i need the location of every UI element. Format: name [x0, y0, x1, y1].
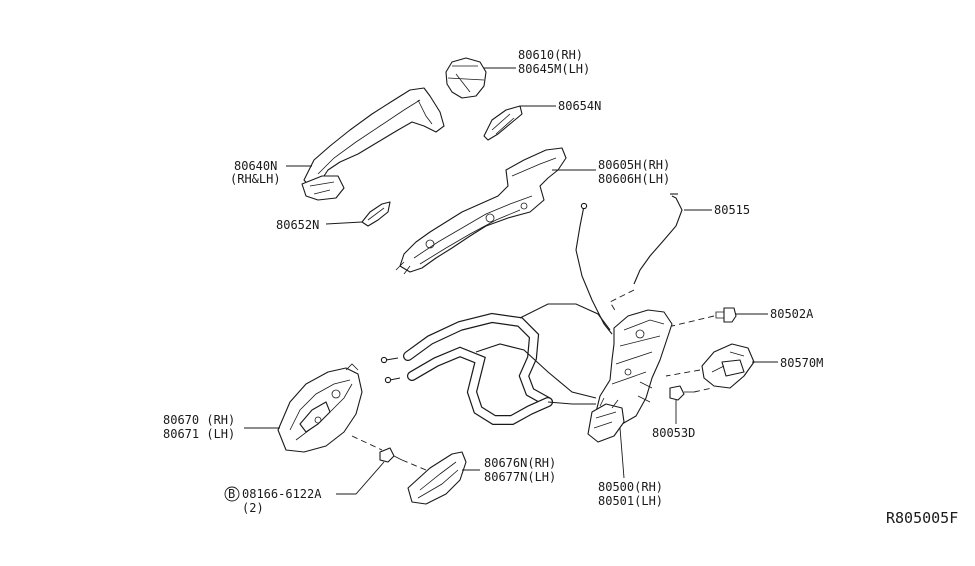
remote-control-cables	[380, 303, 611, 425]
striker-part	[701, 343, 755, 389]
rod-dash-line	[609, 289, 635, 313]
label-08166: 08166-6122A	[242, 487, 322, 501]
inside-handle-dash-line	[351, 435, 383, 451]
handle-cap-part	[445, 57, 487, 99]
bolt-badge-letter: B	[228, 487, 235, 501]
label-80610: 80610(RH)	[518, 48, 583, 62]
bolt-80053d-part	[669, 385, 694, 401]
label-80640n: 80640N	[234, 159, 277, 173]
escutcheon-part	[407, 451, 467, 505]
label-80053d: 80053D	[652, 426, 695, 440]
leader-80652n	[325, 221, 363, 225]
label-80501: 80501(LH)	[598, 494, 663, 508]
label-80676n: 80676N(RH)	[484, 456, 556, 470]
door-lock-actuator-part	[587, 309, 673, 443]
inside-handle-part	[277, 363, 363, 453]
label-80652n: 80652N	[276, 218, 319, 232]
screw-08166-dash-line	[401, 459, 427, 471]
lock-rod-part	[633, 193, 683, 285]
screw-08166-part	[379, 447, 403, 463]
label-80640n-side: (RH&LH)	[230, 172, 281, 186]
leader-08166	[336, 461, 385, 495]
gasket-front-part	[483, 105, 523, 141]
label-bolt-qty: (2)	[242, 501, 264, 515]
diagram-reference-code: R805005F	[886, 509, 958, 527]
label-80605h: 80605H(RH)	[598, 158, 670, 172]
handle-bracket-part	[395, 147, 567, 275]
label-80500: 80500(RH)	[598, 480, 663, 494]
label-80654n: 80654N	[558, 99, 601, 113]
label-80677n: 80677N(LH)	[484, 470, 556, 484]
screw-80502a-part	[715, 307, 737, 323]
lock-inner-cable	[575, 205, 613, 335]
bolt-badge-circle	[224, 486, 240, 502]
label-80670: 80670 (RH)	[163, 413, 235, 427]
outside-handle-part	[301, 87, 445, 201]
screw-dash-line	[671, 315, 715, 327]
label-80515: 80515	[714, 203, 750, 217]
gasket-rear-part	[361, 201, 391, 227]
leader-80500	[619, 427, 625, 479]
bolt-dash-line	[693, 387, 713, 393]
label-80570m: 80570M	[780, 356, 823, 370]
label-80671: 80671 (LH)	[163, 427, 235, 441]
label-80645m: 80645M(LH)	[518, 62, 590, 76]
striker-dash-line	[665, 369, 701, 377]
inner-cable-end	[580, 202, 588, 210]
label-80606h: 80606H(LH)	[598, 172, 670, 186]
label-80502a: 80502A	[770, 307, 814, 321]
